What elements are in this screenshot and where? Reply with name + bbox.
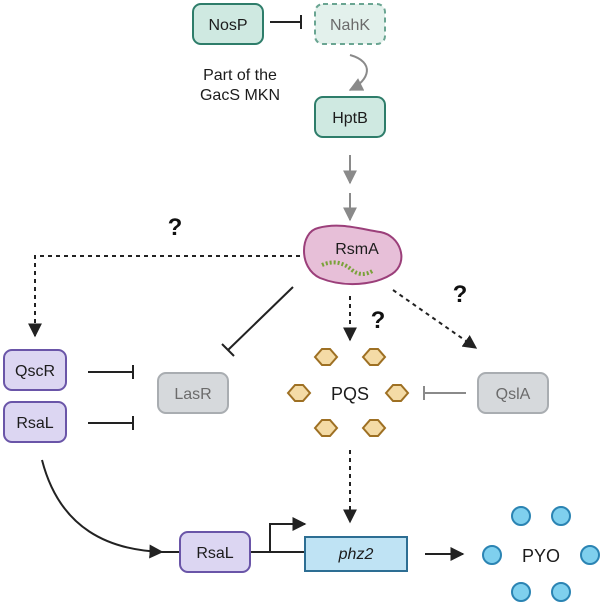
qscr-inhibits-lasr	[88, 365, 134, 379]
nosp-node: NosP	[192, 3, 264, 45]
qscr-label: QscR	[15, 363, 55, 380]
lasr-node: LasR	[157, 372, 229, 414]
nosp-inhibits-nahk	[270, 15, 302, 29]
hptb-label: HptB	[332, 110, 368, 127]
question-mark-center: ?	[371, 307, 386, 334]
pyo-label: PYO	[522, 546, 560, 566]
transcription-start-arrow	[269, 517, 307, 552]
pyo-molecule	[580, 545, 600, 565]
pyo-molecule	[511, 582, 531, 602]
qsla-label: QslA	[496, 386, 531, 403]
rsma-to-qsla-dotted-arrow	[392, 289, 478, 349]
pqs-molecule	[361, 348, 387, 366]
pqs-molecule	[384, 384, 410, 402]
qsla-inhibits-pqs	[423, 386, 466, 400]
qsla-node: QslA	[477, 372, 549, 414]
hptb-node: HptB	[314, 96, 386, 138]
rsal-to-promoter-arrow	[41, 459, 164, 559]
question-mark-right: ?	[453, 281, 468, 308]
question-mark-left: ?	[168, 214, 183, 241]
pqs-molecule	[313, 419, 339, 437]
rsma-node: RsmA	[303, 224, 403, 286]
rsal-promoter-node: RsaL	[179, 531, 251, 573]
nahk-label: NahK	[330, 17, 370, 34]
rsma-to-qscr-dotted-arrow	[28, 255, 300, 338]
pyo-molecule	[551, 506, 571, 526]
rsal-promoter-label: RsaL	[196, 545, 233, 562]
rsma-inhibits-lasr	[221, 286, 294, 357]
pqs-molecule	[286, 384, 312, 402]
phz2-label: phz2	[338, 546, 374, 563]
rsma-label: RsmA	[335, 241, 379, 258]
pyo-molecule	[482, 545, 502, 565]
pqs-molecule	[313, 348, 339, 366]
rsal-left-label: RsaL	[16, 415, 53, 432]
pyo-cluster: PYO	[482, 506, 600, 602]
qscr-node: QscR	[3, 349, 67, 391]
pqs-cluster: PQS	[286, 348, 410, 437]
nahk-node: NahK	[314, 3, 386, 45]
lasr-label: LasR	[174, 386, 211, 403]
rsal-left-node: RsaL	[3, 401, 67, 443]
pyo-molecule	[551, 582, 571, 602]
gacs-note-line2: GacS MKN	[200, 87, 280, 104]
gacs-note-line1: Part of the	[203, 67, 277, 84]
rsal-inhibits-lasr	[88, 416, 134, 430]
pqs-label: PQS	[331, 384, 369, 404]
nahk-to-hptb-arrow	[348, 54, 368, 91]
phz2-gene-node: phz2	[304, 536, 408, 572]
pqs-molecule	[361, 419, 387, 437]
pyo-molecule	[511, 506, 531, 526]
nosp-label: NosP	[208, 17, 247, 34]
